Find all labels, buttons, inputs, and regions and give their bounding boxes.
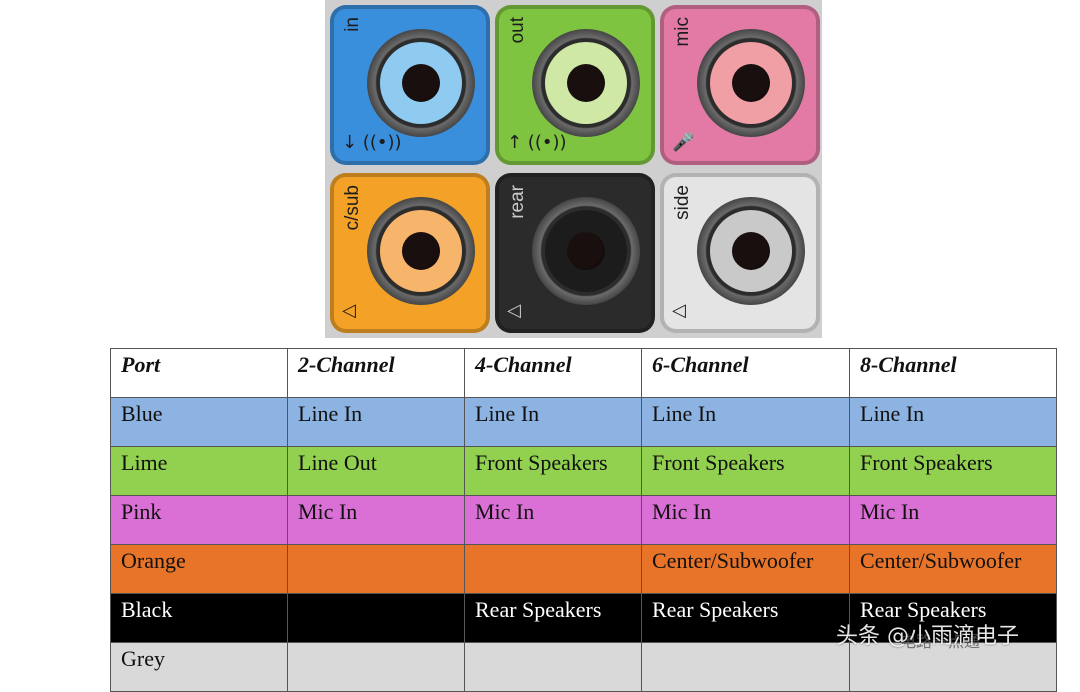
audio-jack-in: in ↓ ((•)) [330,5,490,165]
watermark-subtext: 电路一点通 [900,632,981,651]
audio-jack-c-sub: c/sub ◁ [330,173,490,333]
port-color-cell: Grey [110,642,288,692]
jack-symbol-icon: ◁ [342,300,356,321]
channel-cell: Center/Subwoofer [641,544,850,594]
channel-cell: Line In [849,397,1057,447]
channel-cell: Mic In [641,495,850,545]
audio-jack-out: out ↑ ((•)) [495,5,655,165]
jack-symbol-icon: ↑ ((•)) [507,132,567,153]
audio-jack-panel: in ↓ ((•)) out ↑ ((•)) mic 🎤 c/sub ◁ rear ◁ side ◁ [325,0,822,338]
jack-symbol-icon: ◁ [672,300,686,321]
channel-cell: Mic In [849,495,1057,545]
jack-hole [402,64,440,102]
jack-hole [732,232,770,270]
channel-cell [287,642,465,692]
channel-cell: Front Speakers [641,446,850,496]
header-6-channel: 6-Channel [641,348,850,398]
channel-cell [287,544,465,594]
jack-label: out [507,17,528,44]
jack-hole [567,232,605,270]
channel-cell: Front Speakers [464,446,642,496]
header-4-channel: 4-Channel [464,348,642,398]
jack-label: in [342,17,363,32]
port-color-cell: Blue [110,397,288,447]
header-2-channel: 2-Channel [287,348,465,398]
channel-cell: Line In [287,397,465,447]
header-8-channel: 8-Channel [849,348,1057,398]
channel-cell: Mic In [464,495,642,545]
port-color-cell: Black [110,593,288,643]
audio-jack-rear: rear ◁ [495,173,655,333]
channel-cell: Line In [464,397,642,447]
jack-symbol-icon: ↓ ((•)) [342,132,402,153]
channel-cell: Rear Speakers [464,593,642,643]
channel-cell [287,593,465,643]
jack-symbol-icon: ◁ [507,300,521,321]
channel-cell: Rear Speakers [641,593,850,643]
port-color-cell: Orange [110,544,288,594]
channel-cell [641,642,850,692]
jack-label: rear [507,185,528,219]
jack-hole [402,232,440,270]
jack-label: mic [672,17,693,47]
jack-symbol-icon: 🎤 [672,132,695,153]
channel-cell: Rear Speakers [849,593,1057,643]
channel-cell: Front Speakers [849,446,1057,496]
jack-label: side [672,185,693,220]
header-port: Port [110,348,288,398]
channel-cell: Center/Subwoofer [849,544,1057,594]
channel-cell [464,544,642,594]
port-color-cell: Lime [110,446,288,496]
channel-cell: Mic In [287,495,465,545]
channel-cell: Line In [641,397,850,447]
channel-cell [464,642,642,692]
jack-hole [732,64,770,102]
table-header-row: Port 2-Channel 4-Channel 6-Channel 8-Cha… [110,348,1057,398]
audio-jack-side: side ◁ [660,173,820,333]
jack-label: c/sub [342,185,363,231]
watermark: 头条 @小雨滴电子 [836,624,1019,649]
audio-jack-mic: mic 🎤 [660,5,820,165]
channel-cell: Line Out [287,446,465,496]
jack-hole [567,64,605,102]
port-color-cell: Pink [110,495,288,545]
